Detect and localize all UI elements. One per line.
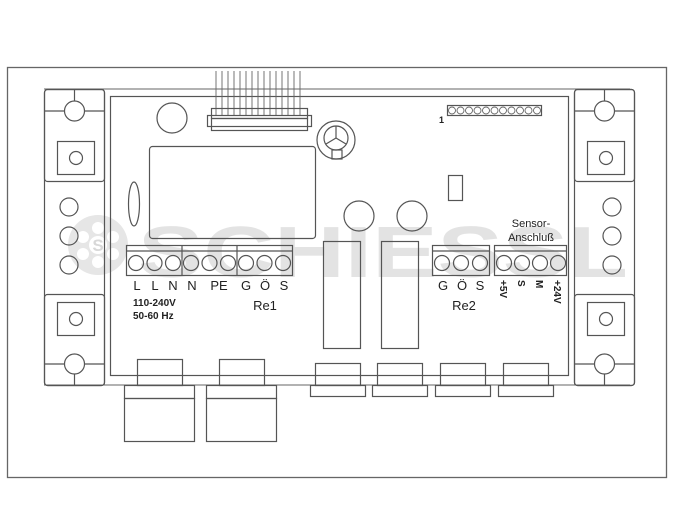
bottom-connector-4 xyxy=(497,362,555,398)
cable-gland-large-1 xyxy=(123,358,196,443)
screw-icon xyxy=(68,150,84,166)
screw-icon xyxy=(598,150,614,166)
led-icon xyxy=(602,226,622,246)
terminal-screw-icon[interactable] xyxy=(127,254,145,272)
terminal-screw-icon[interactable] xyxy=(274,254,292,272)
pin-label: Ö xyxy=(260,278,270,293)
terminal-screw-icon[interactable] xyxy=(146,254,163,272)
mounting-hole-icon xyxy=(593,353,616,375)
terminal-screw-icon[interactable] xyxy=(219,254,237,272)
bottom-connector-1 xyxy=(309,362,367,398)
svg-text:S: S xyxy=(92,236,103,255)
terminal-screw-icon[interactable] xyxy=(531,254,549,272)
screw-icon xyxy=(68,311,84,327)
screw-pad xyxy=(56,140,96,176)
pin-label: M xyxy=(533,280,544,288)
led-icon xyxy=(602,255,622,275)
terminal-block-2-labels: G Ö S xyxy=(438,278,485,293)
oval-component-icon xyxy=(127,181,141,227)
pin-label: L xyxy=(133,278,140,293)
ribbon-cable xyxy=(206,71,313,132)
bottom-connector-3 xyxy=(434,362,492,398)
terminal-screw-icon[interactable] xyxy=(164,254,182,272)
capacitor-icon xyxy=(396,200,428,232)
pin-label: +24V xyxy=(551,280,562,304)
relay-re2 xyxy=(380,240,420,350)
terminal-screw-icon[interactable] xyxy=(549,254,567,272)
pin-label: G xyxy=(438,278,448,293)
potentiometer-icon xyxy=(316,120,356,160)
pin-label: N xyxy=(187,278,196,293)
sensor-pin-labels: +5V S M +24V xyxy=(497,280,562,304)
terminal-screw-icon[interactable] xyxy=(471,254,489,272)
capacitor-icon xyxy=(343,200,375,232)
led-icon xyxy=(59,197,79,217)
pcb-board xyxy=(109,95,570,377)
terminal-block-1-labels: L L N N PE G Ö S xyxy=(133,278,288,293)
mounting-hole-icon xyxy=(63,100,86,122)
bottom-connector-2 xyxy=(371,362,429,398)
terminal-block-1 xyxy=(125,244,294,277)
screw-pad xyxy=(56,301,96,337)
pin-label: Ö xyxy=(457,278,467,293)
pin-label: G xyxy=(241,278,251,293)
pin-header: 1 xyxy=(439,104,543,125)
supply-voltage-label: 110-240V xyxy=(133,298,176,309)
left-mounting-strip xyxy=(43,88,106,387)
mounting-hole-icon xyxy=(593,100,616,122)
capacitor-icon xyxy=(156,102,188,134)
supply-frequency-label: 50-60 Hz xyxy=(133,311,174,322)
pin-label: S xyxy=(280,278,289,293)
pin-label: N xyxy=(168,278,177,293)
led-icon xyxy=(602,197,622,217)
sensor-connector xyxy=(493,244,568,277)
outer-enclosure xyxy=(6,66,668,479)
terminal-screw-icon[interactable] xyxy=(201,254,218,272)
cable-gland-large-2 xyxy=(205,358,278,443)
led-icon xyxy=(59,255,79,275)
relay-1-label: Re1 xyxy=(253,298,277,313)
terminal-block-2 xyxy=(431,244,491,277)
sensor-title-line2: Anschluß xyxy=(508,232,554,244)
pin-label: +5V xyxy=(497,280,508,298)
terminal-screw-icon[interactable] xyxy=(513,254,531,272)
pin1-label: 1 xyxy=(439,115,444,125)
pin-label: S xyxy=(476,278,485,293)
led-icon xyxy=(59,226,79,246)
sensor-title-line1: Sensor- xyxy=(512,218,551,230)
terminal-screw-icon[interactable] xyxy=(433,254,451,272)
pin-label: PE xyxy=(210,278,228,293)
screw-icon xyxy=(598,311,614,327)
watermark-logo-icon: S xyxy=(68,215,128,275)
right-mounting-strip xyxy=(573,88,636,387)
fuse-component xyxy=(447,174,464,202)
pin-label: S xyxy=(515,280,526,287)
relay-2-label: Re2 xyxy=(452,298,476,313)
terminal-screw-icon[interactable] xyxy=(452,254,470,272)
terminal-screw-icon[interactable] xyxy=(495,254,513,272)
lcd-display xyxy=(148,145,317,240)
terminal-screw-icon[interactable] xyxy=(182,254,200,272)
watermark: S SCHIESSL xyxy=(68,213,628,293)
mounting-hole-icon xyxy=(63,353,86,375)
terminal-screw-icon[interactable] xyxy=(256,254,273,272)
screw-pad xyxy=(586,140,626,176)
relay-re1 xyxy=(322,240,362,350)
pin-label: L xyxy=(151,278,158,293)
watermark-text: SCHIESSL xyxy=(138,213,628,293)
screw-pad xyxy=(586,301,626,337)
terminal-screw-icon[interactable] xyxy=(237,254,255,272)
